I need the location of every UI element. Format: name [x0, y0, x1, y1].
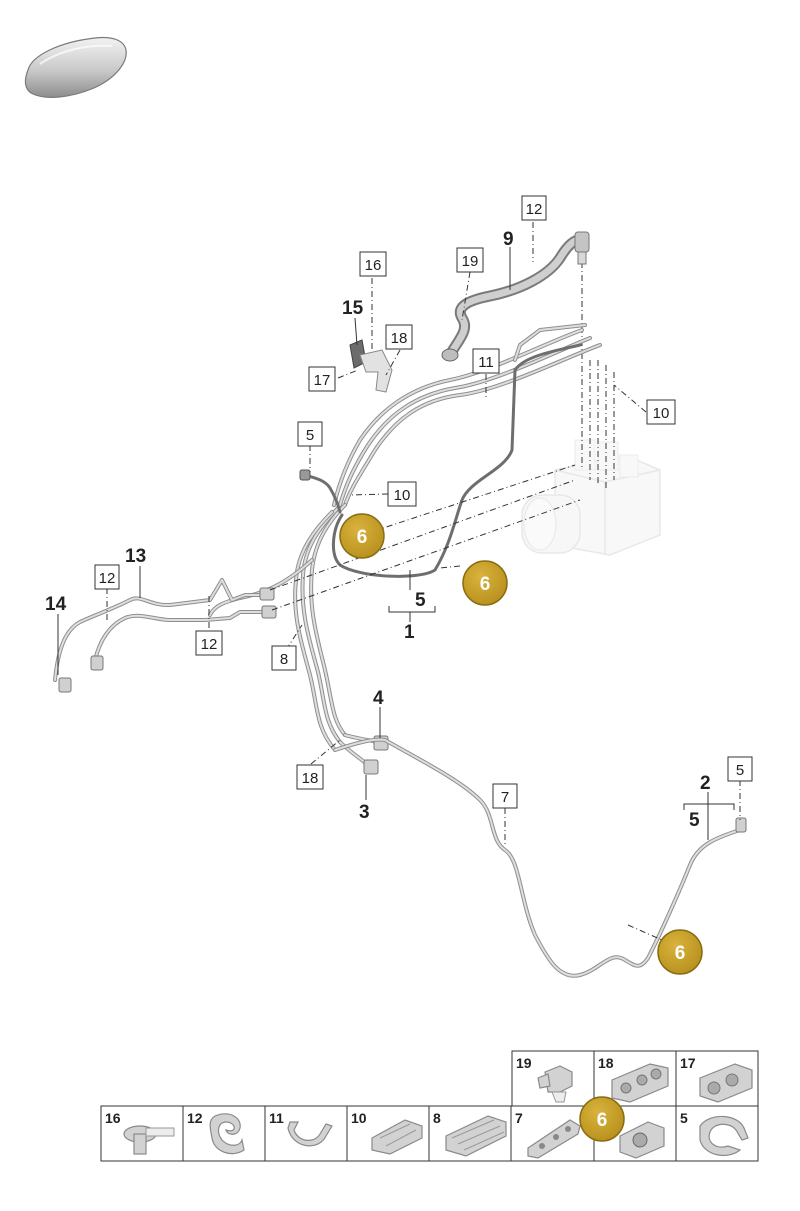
bracket-15: [349, 339, 393, 393]
svg-text:6: 6: [597, 1110, 608, 1131]
svg-text:6: 6: [675, 943, 686, 964]
svg-text:17: 17: [680, 1055, 696, 1071]
svg-text:11: 11: [269, 1110, 284, 1126]
svg-text:10: 10: [394, 487, 411, 504]
grid-cell-18: 18: [593, 1050, 677, 1107]
svg-text:18: 18: [391, 330, 408, 347]
callout-15: 15: [342, 298, 364, 319]
bold-callouts: 9 15 13 14 5 1 4 3 2 5: [45, 229, 711, 831]
svg-text:10: 10: [653, 405, 670, 422]
box-callout-10-left: 10: [387, 481, 417, 507]
svg-text:8: 8: [433, 1110, 441, 1126]
svg-text:12: 12: [526, 201, 543, 218]
callout-5-rear: 5: [689, 810, 700, 831]
grid-cell-16: 16: [100, 1105, 184, 1162]
unit-leader-lines: [532, 222, 615, 488]
box-callout-11: 11: [472, 348, 500, 374]
svg-text:19: 19: [516, 1055, 532, 1071]
svg-text:6: 6: [357, 527, 368, 548]
svg-text:8: 8: [280, 651, 288, 668]
brake-hose-9: [441, 231, 590, 362]
boxed-callouts: 12 19 16 18 17 11 10 5: [94, 195, 753, 809]
grid-cell-8: 8: [428, 1105, 512, 1162]
badge-6-c: 6: [657, 929, 703, 975]
svg-text:12: 12: [187, 1110, 203, 1126]
grid-cell-11: 11: [264, 1105, 348, 1162]
svg-text:5: 5: [736, 762, 744, 779]
callout-13: 13: [125, 546, 146, 567]
box-callout-7: 7: [492, 783, 518, 809]
leader-lines: [106, 271, 741, 941]
gold-badges: 6 6 6: [339, 513, 703, 975]
grid-cell-19: 19: [511, 1050, 595, 1107]
callout-9: 9: [503, 229, 514, 250]
callout-2: 2: [700, 773, 711, 794]
box-callout-16: 16: [359, 251, 387, 277]
badge-6-b: 6: [462, 560, 508, 606]
grid-cell-10: 10: [346, 1105, 430, 1162]
box-callout-18-bottom: 18: [296, 764, 324, 790]
svg-text:16: 16: [105, 1110, 121, 1126]
svg-text:11: 11: [478, 354, 494, 371]
box-callout-12-top: 12: [521, 195, 547, 221]
badge-6-a: 6: [339, 513, 385, 559]
box-callout-10-right: 10: [646, 399, 676, 425]
svg-text:5: 5: [680, 1110, 688, 1126]
box-callout-12-mid: 12: [195, 630, 223, 656]
label-leaders: [57, 247, 735, 840]
svg-text:19: 19: [462, 253, 479, 270]
svg-text:12: 12: [201, 636, 218, 653]
callout-14: 14: [45, 594, 67, 615]
brake-pipe-bundle: [53, 323, 747, 978]
svg-text:12: 12: [99, 570, 116, 587]
box-callout-18-top: 18: [385, 324, 413, 350]
svg-text:18: 18: [302, 770, 319, 787]
hydraulic-unit-ghost: [521, 439, 661, 556]
box-callout-19: 19: [456, 247, 484, 273]
car-silhouette-icon: [24, 36, 127, 98]
callout-1: 1: [404, 622, 415, 643]
svg-text:16: 16: [365, 257, 382, 274]
box-callout-12-left: 12: [94, 564, 120, 590]
grid-cell-5: 5: [675, 1105, 759, 1162]
box-callout-17: 17: [308, 366, 336, 392]
box-callout-5-top: 5: [297, 421, 323, 447]
svg-text:17: 17: [314, 372, 331, 389]
badge-6-grid: 6: [579, 1096, 625, 1142]
callout-4: 4: [373, 688, 384, 709]
callout-3: 3: [359, 802, 370, 823]
svg-text:18: 18: [598, 1055, 614, 1071]
parts-grid: 19 18 17 16: [100, 1050, 759, 1162]
callout-5-front: 5: [415, 590, 426, 611]
svg-text:10: 10: [351, 1110, 367, 1126]
grid-cell-17: 17: [675, 1050, 759, 1107]
svg-text:5: 5: [306, 427, 314, 444]
svg-text:7: 7: [515, 1110, 523, 1126]
svg-text:7: 7: [501, 789, 509, 806]
box-callout-8: 8: [271, 645, 297, 671]
box-callout-5-rear: 5: [727, 756, 753, 782]
grid-cell-12: 12: [182, 1105, 266, 1162]
svg-text:6: 6: [480, 574, 491, 595]
